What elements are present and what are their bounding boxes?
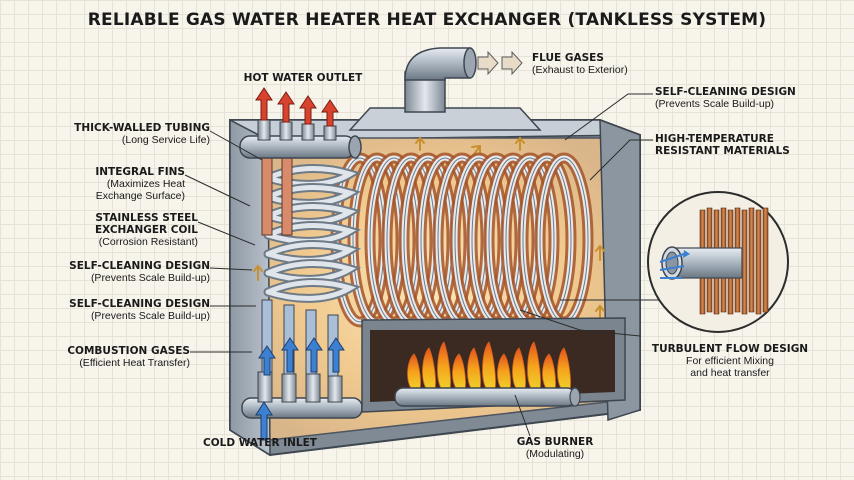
cold-water-manifold xyxy=(241,371,363,419)
integral-fins-sub-1: (Maximizes Heat xyxy=(106,178,185,191)
serpentine-tube xyxy=(263,278,362,303)
self-cleaning-left-2-label: SELF-CLEANING DESIGN (Prevents Scale Bui… xyxy=(10,298,210,322)
stainless-coil-label: STAINLESS STEEL EXCHANGER COIL (Corrosio… xyxy=(30,212,198,248)
diagram-title: RELIABLE GAS WATER HEATER HEAT EXCHANGER… xyxy=(87,10,767,30)
flame xyxy=(542,353,556,391)
self-cleaning-right-sub: (Prevents Scale Build-up) xyxy=(655,98,775,111)
gas-burner-heading: GAS BURNER xyxy=(516,436,594,448)
high-temp-heading-1: HIGH-TEMPERATURE xyxy=(655,133,774,145)
flame xyxy=(497,353,511,391)
inset-fin xyxy=(762,207,769,313)
integral-fins-heading: INTEGRAL FINS xyxy=(95,166,185,178)
hot-water-header xyxy=(239,119,362,159)
integral-fins-sub-2: Exchange Surface) xyxy=(95,190,185,203)
cold-water-inlet-label: COLD WATER INLET xyxy=(190,437,330,449)
gas-burner-label: GAS BURNER (Modulating) xyxy=(500,436,610,460)
cold-water-arrows xyxy=(255,337,345,441)
integral-fins-label: INTEGRAL FINS (Maximizes Heat Exchange S… xyxy=(30,166,185,202)
cold-water-inlet-heading: COLD WATER INLET xyxy=(203,437,317,449)
flame xyxy=(467,347,481,391)
flame xyxy=(452,353,466,391)
serpentine-tubes xyxy=(263,164,362,303)
flame xyxy=(527,341,541,391)
thick-walled-tubing-sub: (Long Service Life) xyxy=(121,134,210,147)
flame xyxy=(482,341,496,391)
combustion-gases-heading: COMBUSTION GASES xyxy=(67,345,190,357)
high-temp-label: HIGH-TEMPERATURE RESISTANT MATERIALS xyxy=(655,133,835,157)
inset-fin xyxy=(755,209,762,315)
high-temp-heading-2: RESISTANT MATERIALS xyxy=(655,145,790,158)
combustion-gases-label: COMBUSTION GASES (Efficient Heat Transfe… xyxy=(10,345,190,369)
self-cleaning-left-1-sub: (Prevents Scale Build-up) xyxy=(90,272,210,285)
flame xyxy=(512,347,526,391)
inset-fin xyxy=(741,209,748,315)
flue-gases-label: FLUE GASES (Exhaust to Exterior) xyxy=(532,52,662,76)
combustion-gases-sub: (Efficient Heat Transfer) xyxy=(79,357,190,370)
self-cleaning-left-2-heading: SELF-CLEANING DESIGN xyxy=(69,298,210,310)
serpentine-tube xyxy=(263,183,362,208)
flame xyxy=(437,341,451,391)
flame xyxy=(422,347,436,391)
turbulent-flow-sub-2: and heat transfer xyxy=(690,367,770,380)
serpentine-tube xyxy=(263,240,362,265)
stainless-coil-sub: (Corrosion Resistant) xyxy=(98,236,198,249)
flue-hood xyxy=(348,47,542,131)
inset-fin xyxy=(748,207,755,313)
gas-burner-tube xyxy=(394,387,581,407)
burner-flames xyxy=(407,341,571,391)
serpentine-tube xyxy=(263,221,362,246)
self-cleaning-right-label: SELF-CLEANING DESIGN (Prevents Scale Bui… xyxy=(655,86,835,110)
self-cleaning-left-1-label: SELF-CLEANING DESIGN (Prevents Scale Bui… xyxy=(10,260,210,284)
serpentine-tube xyxy=(263,164,362,189)
self-cleaning-left-2-sub: (Prevents Scale Build-up) xyxy=(90,310,210,323)
thick-walled-tubing-heading: THICK-WALLED TUBING xyxy=(74,122,210,134)
flame xyxy=(407,353,421,391)
self-cleaning-left-1-heading: SELF-CLEANING DESIGN xyxy=(69,260,210,272)
flame xyxy=(557,347,571,391)
turbulent-flow-label: TURBULENT FLOW DESIGN For efficient Mixi… xyxy=(640,343,820,379)
turbulent-flow-sub-1: For efficient Mixing xyxy=(686,355,774,368)
turbulent-flow-heading: TURBULENT FLOW DESIGN xyxy=(651,343,809,355)
serpentine-tube xyxy=(263,259,362,284)
hot-water-outlet-heading: HOT WATER OUTLET xyxy=(243,72,363,84)
serpentine-tube xyxy=(263,202,362,227)
leader-lines xyxy=(184,93,660,437)
gas-burner-sub: (Modulating) xyxy=(525,448,585,461)
self-cleaning-right-heading: SELF-CLEANING DESIGN xyxy=(655,86,796,98)
thick-walled-tubing-label: THICK-WALLED TUBING (Long Service Life) xyxy=(20,122,210,146)
hot-water-outlet-label: HOT WATER OUTLET xyxy=(238,72,368,84)
hot-water-arrows xyxy=(255,87,339,127)
flue-gases-heading: FLUE GASES xyxy=(532,52,604,64)
flue-gases-sub: (Exhaust to Exterior) xyxy=(532,64,628,77)
stainless-coil-heading-2: EXCHANGER COIL xyxy=(94,224,198,237)
stainless-coil-heading-1: STAINLESS STEEL xyxy=(95,212,198,224)
turbulent-flow-inset xyxy=(647,191,789,333)
